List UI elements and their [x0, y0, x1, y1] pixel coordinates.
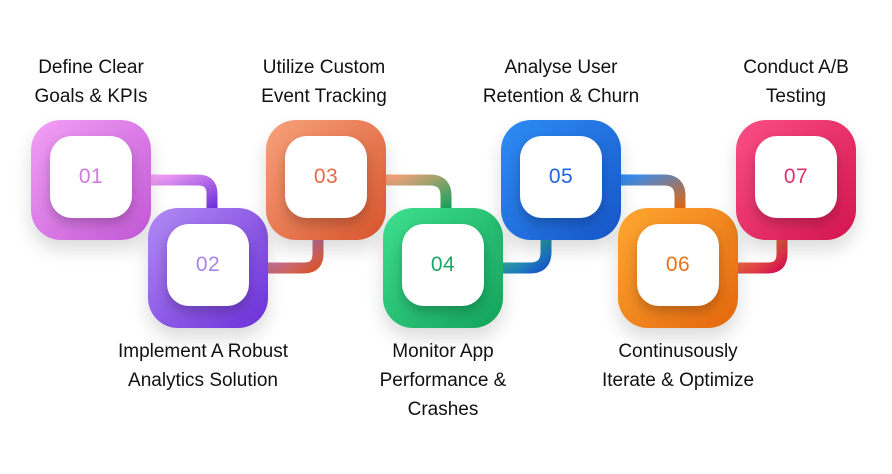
connector-2-3 [262, 232, 324, 274]
step-number-02: 02 [167, 224, 249, 306]
step-number-05: 05 [520, 136, 602, 218]
step-label-04-line-1: Monitor App [392, 341, 494, 362]
connector-3-4 [380, 174, 452, 216]
step-label-07-line-1: Conduct A/B [743, 57, 849, 78]
step-label-07-line-2: Testing [765, 86, 827, 107]
connector-6-7 [732, 232, 788, 274]
step-number-07: 07 [755, 136, 837, 218]
step-number-03: 03 [285, 136, 367, 218]
step-label-01-line-2: Goals & KPIs [34, 86, 148, 107]
step-label-02: Implement A Robust Analytics Solution [88, 337, 318, 395]
step-tile-07: 07 [736, 120, 856, 240]
step-label-05-line-2: Retention & Churn [482, 86, 640, 107]
step-label-04-line-3: Crashes [407, 399, 479, 420]
step-label-05-line-1: Analyse User [504, 57, 618, 78]
step-label-05: Analyse User Retention & Churn [461, 53, 661, 111]
step-tile-05: 05 [501, 120, 621, 240]
step-label-03: Utilize Custom Event Tracking [224, 53, 424, 111]
step-label-06: Continusously Iterate & Optimize [573, 337, 783, 395]
step-number-01: 01 [50, 136, 132, 218]
connector-4-5 [497, 232, 552, 274]
step-label-03-line-1: Utilize Custom [262, 57, 386, 78]
step-tile-02: 02 [148, 208, 268, 328]
step-tile-04: 04 [383, 208, 503, 328]
step-label-03-line-2: Event Tracking [261, 86, 387, 107]
connector-5-6 [614, 174, 686, 216]
step-tile-06: 06 [618, 208, 738, 328]
connector-1-2 [144, 174, 218, 216]
step-label-06-line-2: Iterate & Optimize [601, 370, 755, 391]
step-label-02-line-1: Implement A Robust [117, 341, 289, 362]
step-label-06-line-1: Continusously [618, 341, 738, 362]
step-label-01: Define Clear Goals & KPIs [0, 53, 191, 111]
step-number-04: 04 [402, 224, 484, 306]
step-label-04-line-2: Performance & [379, 370, 507, 391]
step-tile-01: 01 [31, 120, 151, 240]
step-label-04: Monitor App Performance & Crashes [343, 337, 543, 424]
step-label-02-line-2: Analytics Solution [128, 370, 278, 391]
step-label-07: Conduct A/B Testing [696, 53, 892, 111]
step-number-06: 06 [637, 224, 719, 306]
step-tile-03: 03 [266, 120, 386, 240]
step-label-01-line-1: Define Clear [38, 57, 144, 78]
